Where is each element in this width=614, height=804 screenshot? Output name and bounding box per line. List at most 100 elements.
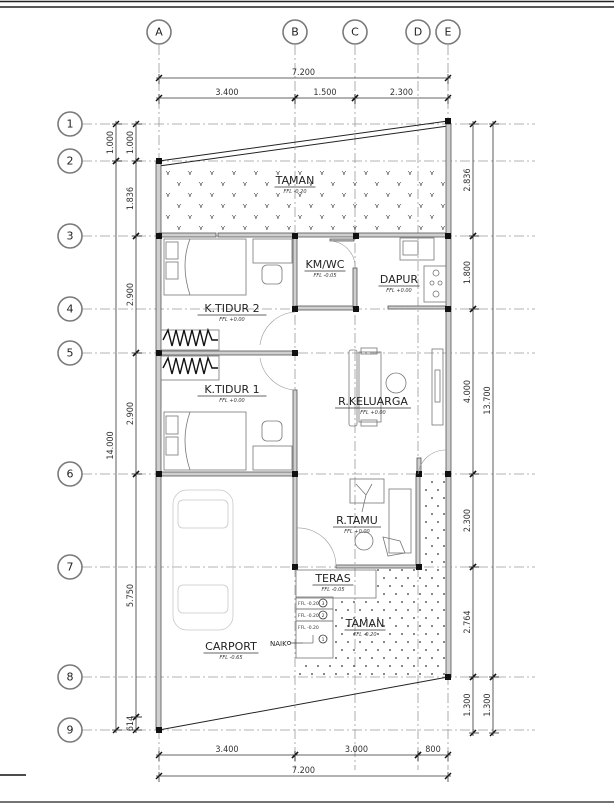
svg-text:7.200: 7.200 — [292, 766, 315, 776]
svg-text:7: 7 — [67, 561, 74, 574]
svg-text:⋎: ⋎ — [396, 224, 401, 232]
svg-text:⋎: ⋎ — [187, 169, 192, 177]
svg-text:⋎: ⋎ — [220, 180, 225, 188]
svg-text:⋎: ⋎ — [286, 224, 291, 232]
svg-text:2.900: 2.900 — [126, 283, 136, 306]
svg-text:9: 9 — [67, 724, 74, 737]
grid-bubble-2: 2 — [57, 148, 83, 174]
svg-text:⋎: ⋎ — [374, 224, 379, 232]
svg-text:⋎: ⋎ — [319, 213, 324, 221]
svg-text:⋎: ⋎ — [297, 169, 302, 177]
svg-text:⋎: ⋎ — [396, 202, 401, 210]
svg-text:⋎: ⋎ — [352, 224, 357, 232]
svg-text:⋎: ⋎ — [319, 169, 324, 177]
svg-text:13.700: 13.700 — [483, 386, 493, 414]
svg-text:A: A — [155, 26, 163, 39]
svg-text:⋎: ⋎ — [176, 224, 181, 232]
svg-text:⋎: ⋎ — [198, 224, 203, 232]
svg-text:⋎: ⋎ — [253, 169, 258, 177]
svg-text:⋎: ⋎ — [165, 191, 170, 199]
grid-bubble-4: 4 — [57, 296, 83, 322]
svg-text:1.300: 1.300 — [463, 693, 473, 716]
svg-text:5: 5 — [67, 347, 74, 360]
svg-text:⋎: ⋎ — [429, 191, 434, 199]
grid-bubble-3: 3 — [57, 223, 83, 249]
svg-text:⋎: ⋎ — [352, 180, 357, 188]
svg-text:⋎: ⋎ — [220, 224, 225, 232]
grid-bubble-7: 7 — [57, 554, 83, 580]
svg-text:⋎: ⋎ — [385, 191, 390, 199]
svg-text:⋎: ⋎ — [363, 213, 368, 221]
svg-text:⋎: ⋎ — [209, 191, 214, 199]
svg-text:⋎: ⋎ — [264, 224, 269, 232]
svg-text:2.764: 2.764 — [463, 610, 473, 633]
svg-text:KM/WC: KM/WC — [306, 258, 345, 271]
svg-text:1.800: 1.800 — [463, 261, 473, 284]
svg-text:⋎: ⋎ — [286, 202, 291, 210]
svg-text:2: 2 — [322, 613, 325, 619]
grid-bubble-e: E — [435, 19, 461, 45]
svg-text:2.300: 2.300 — [390, 88, 413, 98]
svg-text:614: 614 — [126, 716, 136, 731]
grid-bubble-c: C — [342, 19, 368, 45]
svg-text:FFL -0.20: FFL -0.20 — [298, 601, 319, 607]
svg-text:1.500: 1.500 — [313, 88, 336, 98]
svg-text:FFL -0.20: FFL -0.20 — [298, 613, 319, 619]
svg-text:⋎: ⋎ — [187, 191, 192, 199]
svg-text:E: E — [445, 26, 452, 39]
svg-text:⋎: ⋎ — [187, 213, 192, 221]
svg-text:⋎: ⋎ — [341, 169, 346, 177]
svg-text:⋎: ⋎ — [231, 191, 236, 199]
svg-text:⋎: ⋎ — [330, 224, 335, 232]
svg-text:3: 3 — [67, 230, 74, 243]
svg-text:K.TIDUR 1: K.TIDUR 1 — [204, 383, 259, 396]
site-boundary — [158, 120, 449, 731]
svg-text:1.300: 1.300 — [483, 693, 493, 716]
svg-text:TAMAN: TAMAN — [345, 617, 385, 630]
svg-text:⋎: ⋎ — [308, 224, 313, 232]
svg-text:D: D — [414, 26, 422, 39]
svg-text:FFL +0.00: FFL +0.00 — [219, 398, 244, 404]
svg-text:FFL -0.20: FFL -0.20 — [298, 625, 319, 631]
grid-bubble-5: 5 — [57, 340, 83, 366]
svg-text:⋎: ⋎ — [407, 169, 412, 177]
svg-text:⋎: ⋎ — [429, 169, 434, 177]
svg-text:⋎: ⋎ — [429, 213, 434, 221]
svg-text:⋎: ⋎ — [231, 169, 236, 177]
svg-text:⋎: ⋎ — [440, 202, 445, 210]
svg-text:⋎: ⋎ — [165, 213, 170, 221]
svg-text:FFL -0.20: FFL -0.20 — [353, 632, 376, 638]
svg-text:4: 4 — [67, 303, 74, 316]
svg-text:FFL -0.05: FFL -0.05 — [321, 587, 344, 593]
svg-text:⋎: ⋎ — [264, 180, 269, 188]
svg-text:FFL +0.00: FFL +0.00 — [360, 410, 385, 416]
svg-text:1: 1 — [322, 637, 325, 643]
grid-bubble-9: 9 — [57, 717, 83, 743]
svg-text:FFL +0.00: FFL +0.00 — [386, 288, 411, 294]
svg-text:K.TIDUR 2: K.TIDUR 2 — [204, 302, 259, 315]
svg-text:3: 3 — [322, 601, 325, 607]
svg-text:⋎: ⋎ — [165, 169, 170, 177]
svg-text:⋎: ⋎ — [297, 191, 302, 199]
svg-text:⋎: ⋎ — [374, 180, 379, 188]
svg-text:⋎: ⋎ — [275, 213, 280, 221]
svg-text:8: 8 — [67, 671, 74, 684]
svg-text:⋎: ⋎ — [385, 169, 390, 177]
svg-text:⋎: ⋎ — [264, 202, 269, 210]
svg-text:⋎: ⋎ — [286, 180, 291, 188]
svg-text:⋎: ⋎ — [341, 191, 346, 199]
svg-text:⋎: ⋎ — [330, 180, 335, 188]
svg-text:1: 1 — [67, 118, 74, 131]
svg-text:FFL -0.65: FFL -0.65 — [219, 655, 242, 661]
